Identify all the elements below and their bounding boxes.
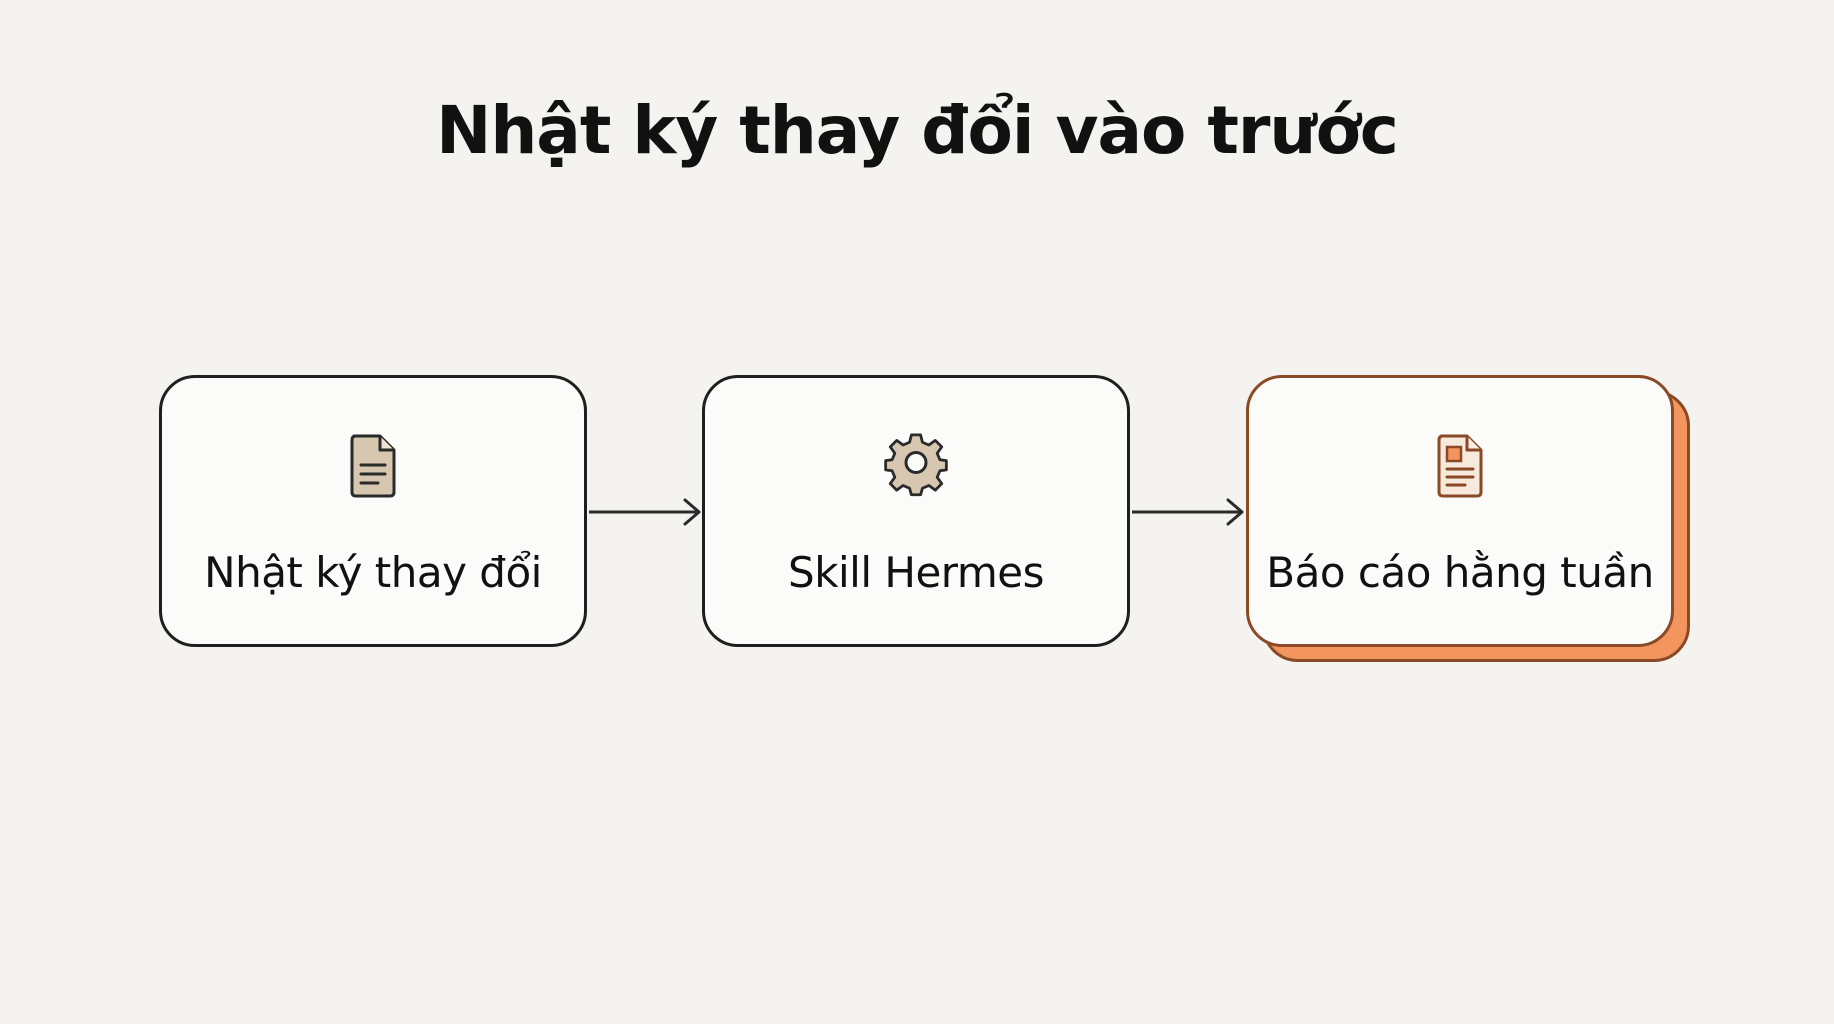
diagram-title: Nhật ký thay đổi vào trước	[436, 92, 1399, 169]
node-label: Báo cáo hằng tuần	[1266, 548, 1654, 597]
arrow-connector	[589, 498, 701, 526]
node-label: Skill Hermes	[788, 548, 1044, 597]
report-icon	[1437, 434, 1483, 498]
node-changelog: Nhật ký thay đổi	[159, 375, 587, 647]
node-label: Nhật ký thay đổi	[204, 548, 542, 597]
arrow-connector	[1132, 498, 1244, 526]
document-icon	[350, 434, 396, 498]
node-weekly-report: Báo cáo hằng tuần	[1246, 375, 1674, 647]
node-skill-hermes: Skill Hermes	[702, 375, 1130, 647]
gear-icon	[884, 433, 948, 497]
